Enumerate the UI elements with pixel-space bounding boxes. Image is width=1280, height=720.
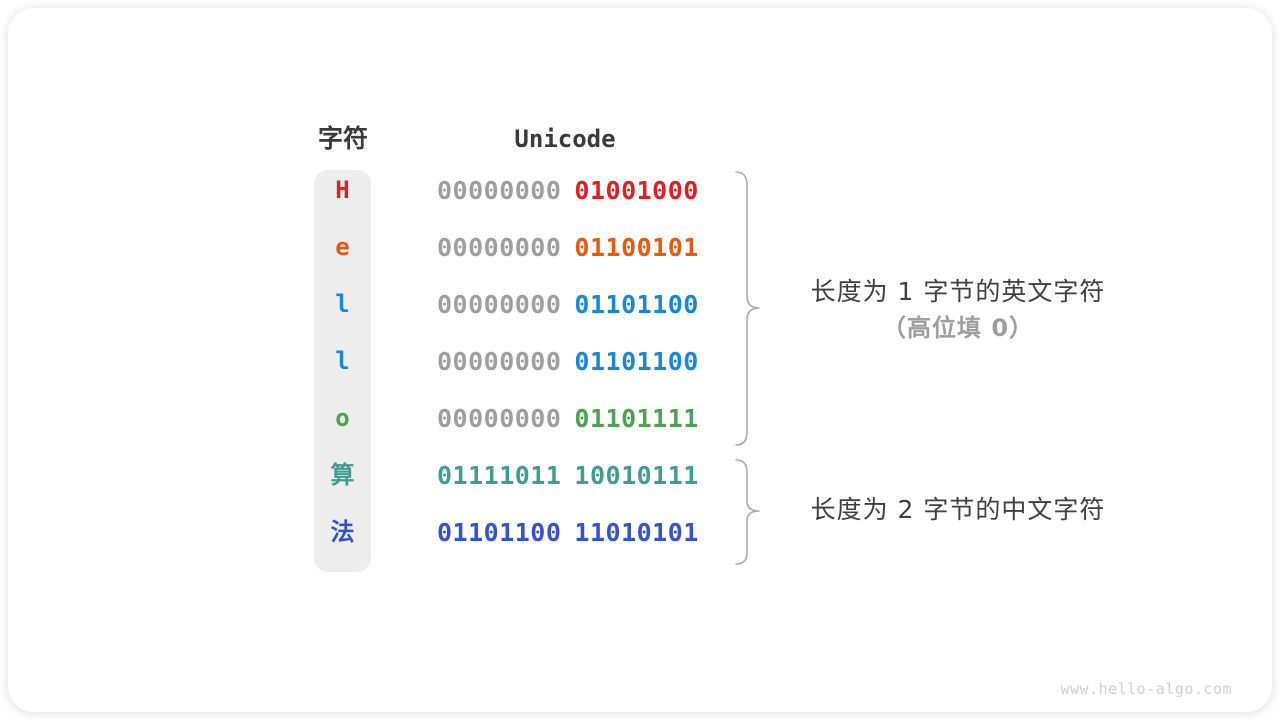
table-row: H 00000000 01001000 — [8, 162, 1280, 219]
diagram-card: 字符 Unicode H 00000000 01001000 e 0000000… — [8, 8, 1272, 712]
char-column-background — [314, 170, 371, 572]
byte-high: 01101100 — [437, 518, 562, 547]
byte-high: 01111011 — [437, 461, 562, 490]
annotation-line: 长度为 1 字节的英文字符 — [810, 277, 1106, 306]
binary-cell: 00000000 01101100 — [437, 333, 699, 390]
binary-cell: 01111011 10010111 — [437, 447, 699, 504]
char-cell: 算 — [330, 461, 355, 489]
char-cell: o — [335, 404, 350, 432]
unicode-column-header: Unicode — [514, 125, 616, 153]
binary-cell: 00000000 01001000 — [437, 162, 699, 219]
table-row: 法 01101100 11010101 — [8, 504, 1280, 561]
byte-low: 01101111 — [574, 404, 699, 433]
binary-cell: 00000000 01101111 — [437, 390, 699, 447]
table-row: l 00000000 01101100 — [8, 276, 1280, 333]
byte-low: 01101100 — [574, 347, 699, 376]
annotation-english-chars: 长度为 1 字节的英文字符 （高位填 0） — [772, 274, 1144, 346]
byte-high: 00000000 — [437, 233, 562, 262]
char-cell: l — [335, 290, 350, 318]
byte-high: 00000000 — [437, 176, 562, 205]
watermark-url: www.hello-algo.com — [1060, 680, 1232, 698]
table-row: 算 01111011 10010111 — [8, 447, 1280, 504]
table-row: o 00000000 01101111 — [8, 390, 1280, 447]
brace-2-byte-group — [735, 459, 760, 565]
char-column-header: 字符 — [317, 124, 368, 153]
byte-low: 01101100 — [574, 290, 699, 319]
binary-cell: 00000000 01101100 — [437, 276, 699, 333]
byte-low: 01100101 — [574, 233, 699, 262]
char-cell: e — [335, 233, 350, 261]
annotation-chinese-chars: 长度为 2 字节的中文字符 — [772, 492, 1144, 528]
binary-cell: 00000000 01100101 — [437, 219, 699, 276]
byte-high: 00000000 — [437, 347, 562, 376]
table-row: l 00000000 01101100 — [8, 333, 1280, 390]
table-row: e 00000000 01100101 — [8, 219, 1280, 276]
byte-low: 11010101 — [574, 518, 699, 547]
byte-high: 00000000 — [437, 404, 562, 433]
char-cell: H — [335, 176, 350, 204]
byte-high: 00000000 — [437, 290, 562, 319]
annotation-subline: （高位填 0） — [881, 314, 1035, 342]
brace-1-byte-group — [735, 171, 760, 446]
char-cell: l — [335, 347, 350, 375]
byte-low: 10010111 — [574, 461, 699, 490]
binary-cell: 01101100 11010101 — [437, 504, 699, 561]
char-cell: 法 — [330, 518, 355, 546]
annotation-line: 长度为 2 字节的中文字符 — [810, 495, 1106, 524]
byte-low: 01001000 — [574, 176, 699, 205]
